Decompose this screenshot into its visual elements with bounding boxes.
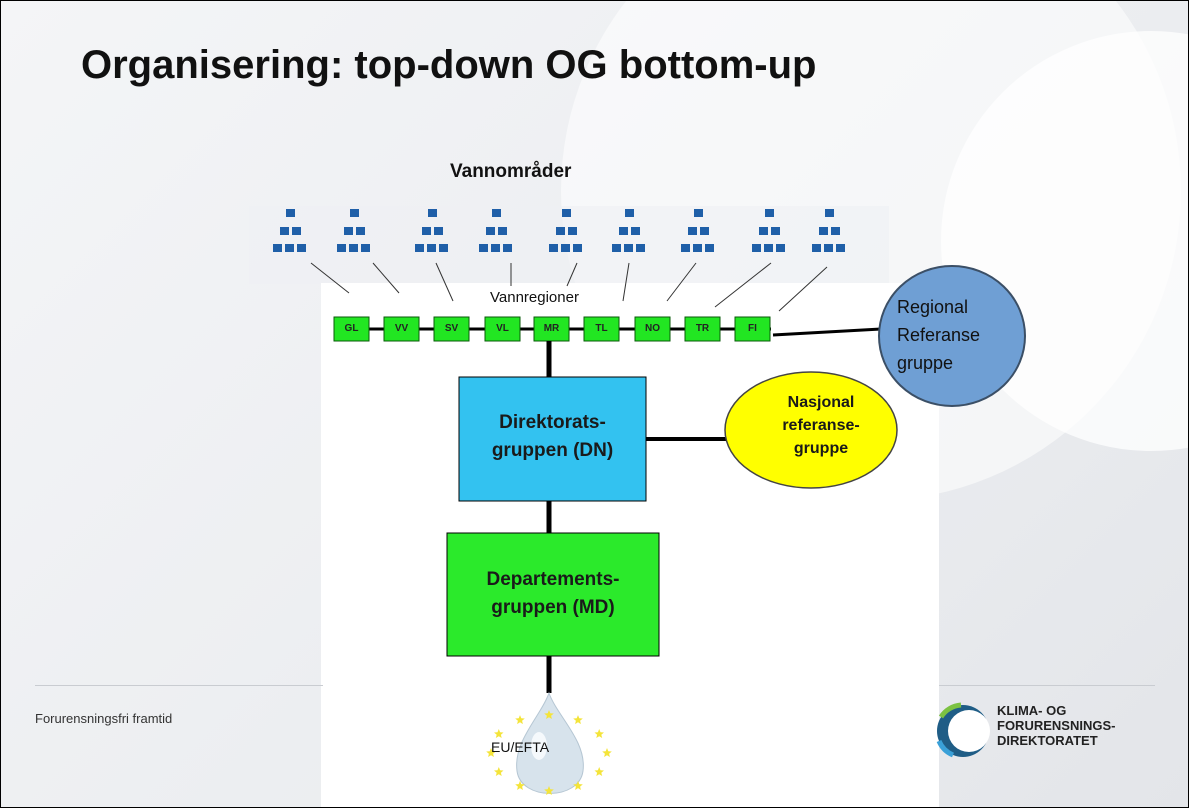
slide-title: Organisering: top-down OG bottom-up [81, 43, 817, 87]
region-boxes [333, 316, 771, 342]
region-box-label: VV [394, 323, 409, 334]
logo-line3: DIREKTORATET [997, 733, 1098, 748]
national-reference-line1: Nasjonal [787, 394, 855, 411]
department-group-line2: gruppen (MD) [491, 597, 615, 618]
region-box [734, 316, 771, 342]
directorate-group-box [458, 376, 647, 502]
region-box [383, 316, 420, 342]
eu-star-icon [494, 767, 504, 776]
eu-star-icon [594, 729, 604, 738]
water-area-hierarchy-icon [337, 209, 370, 252]
eu-star-icon [515, 715, 525, 725]
eu-star-icon [544, 710, 554, 719]
eu-star-icon [486, 748, 496, 757]
region-box [634, 316, 671, 342]
water-area-hierarchy-icon [812, 209, 845, 252]
region-box-label: NO [645, 323, 660, 334]
water-area-icons [273, 209, 845, 252]
water-areas-label: Vannområder [450, 161, 572, 182]
regional-reference-line1: Regional [897, 297, 969, 317]
eu-star-icon [602, 748, 612, 757]
region-box-label: SV [444, 323, 459, 334]
water-area-hierarchy-icon [752, 209, 785, 252]
eu-stars [486, 710, 612, 795]
department-group-label: Departements- gruppen (MD) [447, 566, 659, 622]
footer-divider [939, 685, 1155, 686]
region-box [583, 316, 620, 342]
region-box [433, 316, 470, 342]
water-regions-label: Vannregioner [490, 289, 579, 306]
regional-ref-connector [772, 327, 882, 337]
footer-slogan: Forurensningsfri framtid [35, 711, 173, 726]
region-box [333, 316, 370, 342]
region-box [533, 316, 570, 342]
region-box-label: TR [695, 323, 710, 334]
national-reference-line3: gruppe [793, 440, 849, 457]
directorate-group-line2: gruppen (DN) [491, 440, 614, 461]
eu-star-icon [573, 780, 583, 790]
footer-divider [35, 685, 323, 686]
logo-line2: FORURENSNINGS- [997, 718, 1116, 733]
klif-logo-text: KLIMA- OG FORURENSNINGS- DIREKTORATET [997, 703, 1115, 748]
national-reference-line2: referanse- [782, 417, 860, 434]
eu-star-icon [515, 780, 525, 790]
region-box-label: TL [595, 323, 608, 334]
directorate-group-label: Direktorats- gruppen (DN) [459, 409, 646, 465]
area-connectors [310, 262, 828, 312]
eu-star-icon [494, 729, 504, 738]
regional-reference-line3: gruppe [897, 353, 954, 373]
regional-reference-label: Regional Referanse gruppe [897, 293, 1017, 377]
eu-star-icon [544, 786, 554, 795]
eu-star-icon [573, 715, 583, 725]
region-box-label: FI [748, 323, 757, 334]
department-group-line1: Departements- [486, 569, 620, 590]
water-area-hierarchy-icon [479, 209, 512, 252]
region-box [684, 316, 721, 342]
national-reference-ellipse [724, 371, 898, 489]
regional-reference-line2: Referanse [897, 325, 981, 345]
water-area-hierarchy-icon [415, 209, 448, 252]
national-reference-label: Nasjonal referanse- gruppe [739, 391, 903, 460]
regional-reference-circle [878, 265, 1026, 407]
region-box-label: GL [344, 323, 359, 334]
region-box-label: VL [496, 323, 509, 334]
region-box [484, 316, 521, 342]
department-group-box [446, 532, 660, 657]
water-area-hierarchy-icon [681, 209, 714, 252]
water-area-hierarchy-icon [612, 209, 645, 252]
eu-star-icon [594, 767, 604, 776]
region-box-label: MR [543, 323, 560, 334]
water-area-hierarchy-icon [273, 209, 306, 252]
eu-efta-label: EU/EFTA [491, 739, 550, 755]
water-area-hierarchy-icon [549, 209, 582, 252]
logo-line1: KLIMA- OG [997, 703, 1067, 718]
klif-logo-icon [936, 702, 990, 758]
directorate-group-line1: Direktorats- [499, 412, 606, 433]
